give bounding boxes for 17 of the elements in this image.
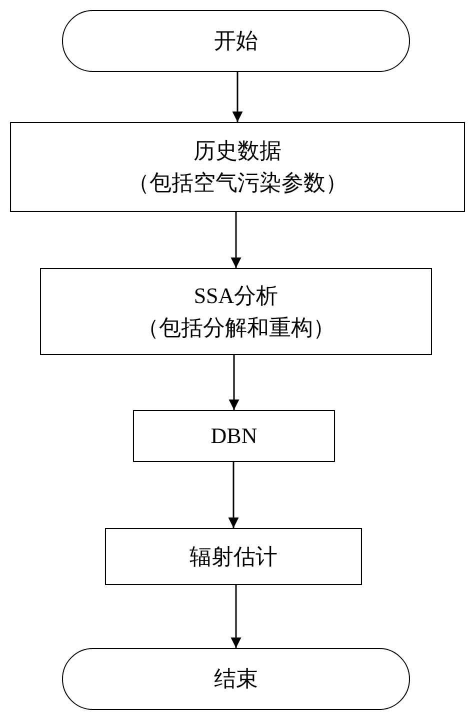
arrow	[228, 462, 239, 528]
step-note: （包括分解和重构）	[137, 314, 335, 342]
step-note: （包括空气污染参数）	[128, 169, 348, 197]
process-box	[40, 268, 432, 355]
arrow	[230, 585, 242, 648]
step-title: 开始	[214, 27, 258, 55]
step-title: DBN	[210, 422, 258, 450]
process-box	[10, 122, 465, 212]
arrow	[228, 355, 240, 410]
step-title: 历史数据	[194, 137, 282, 165]
process-box	[105, 528, 362, 585]
step-title: 辐射估计	[190, 542, 278, 570]
step-title: SSA分析	[194, 282, 278, 310]
step-title: 结束	[214, 665, 258, 693]
process-box	[133, 410, 335, 462]
arrow	[232, 72, 243, 122]
arrow	[230, 212, 242, 268]
